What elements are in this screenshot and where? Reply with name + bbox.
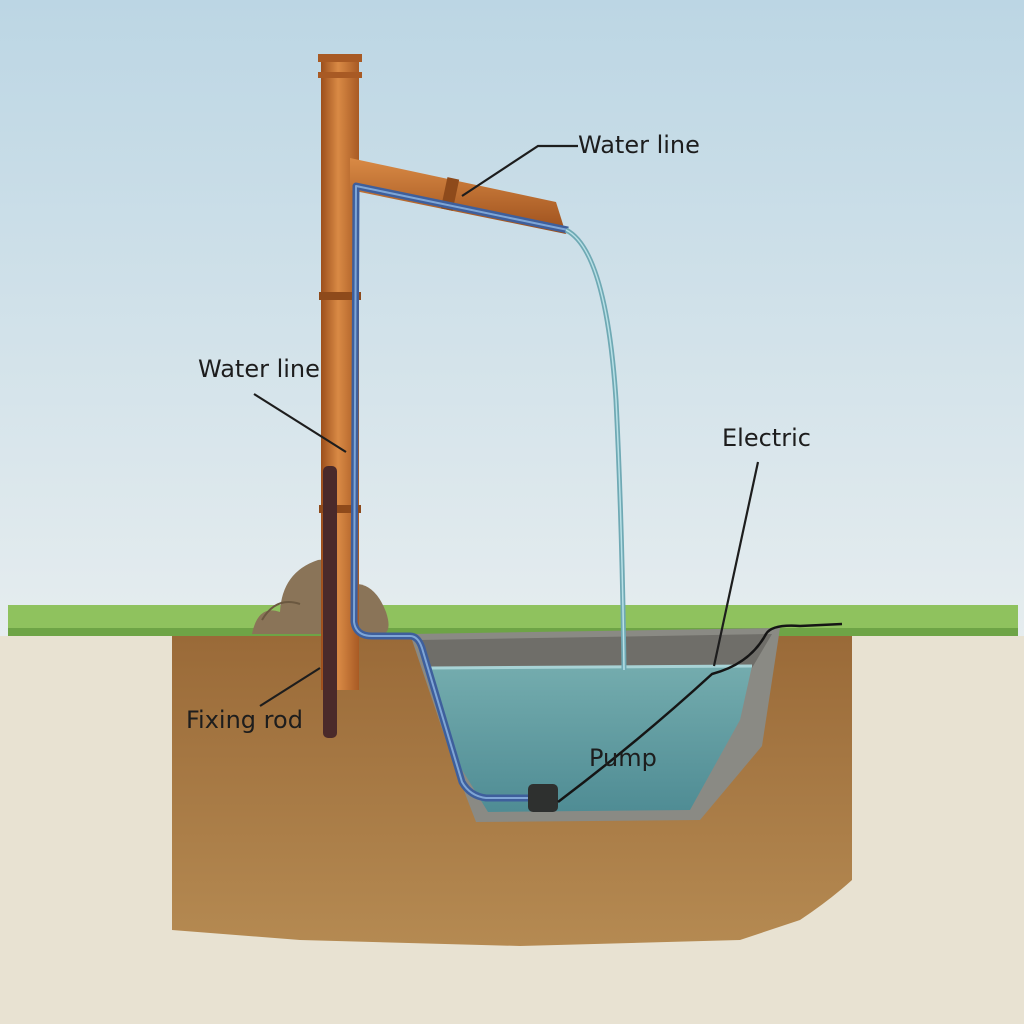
leader-water-line-top xyxy=(461,144,578,197)
electric-cable xyxy=(557,622,843,803)
label-fixing-rod: Fixing rod xyxy=(186,706,303,734)
fixing-rod xyxy=(323,466,337,738)
label-water-line-top: Water line xyxy=(578,131,700,159)
label-water-line-left: Water line xyxy=(198,355,320,383)
pump xyxy=(528,784,558,812)
leader-fixing-rod xyxy=(259,667,321,707)
label-electric: Electric xyxy=(722,424,811,452)
label-pump: Pump xyxy=(589,744,657,772)
leader-electric xyxy=(712,461,760,667)
basin-water xyxy=(430,666,752,812)
rock-right xyxy=(358,584,389,634)
leader-water-line-left xyxy=(253,393,347,453)
sky xyxy=(0,0,1024,640)
